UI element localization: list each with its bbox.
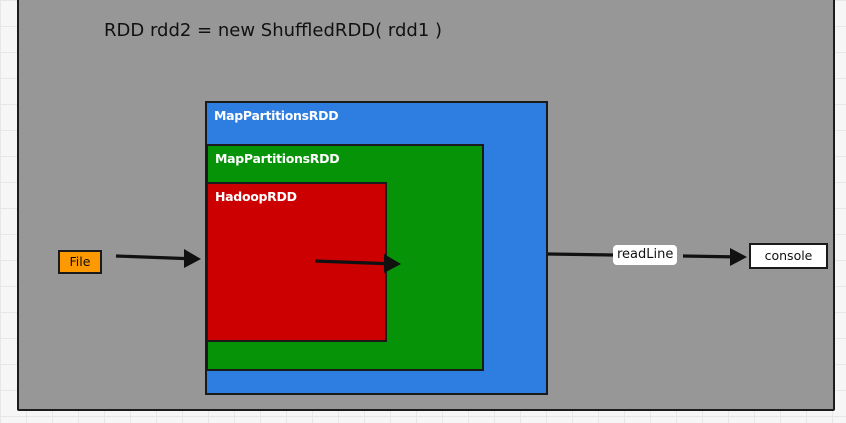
hadoop-to-mappartitions-arrow bbox=[314, 259, 397, 266]
file-to-rdd-arrow bbox=[115, 254, 198, 261]
map-partitions-rdd-middle-label: MapPartitionsRDD bbox=[215, 151, 340, 166]
file-to-rdd-arrowhead bbox=[184, 249, 201, 268]
code-line: RDD rdd2 = new ShuffledRDD( rdd1 ) bbox=[104, 20, 443, 41]
hadoop-to-mappartitions-arrowhead bbox=[384, 254, 401, 273]
file-box: File bbox=[58, 250, 102, 274]
rdd-to-readline-line bbox=[547, 252, 614, 257]
hadoop-rdd-label: HadoopRDD bbox=[215, 189, 297, 204]
map-partitions-rdd-outer-label: MapPartitionsRDD bbox=[214, 108, 339, 123]
readline-label: readLine bbox=[613, 245, 678, 265]
readline-to-console-arrowhead bbox=[730, 248, 747, 266]
console-box: console bbox=[749, 243, 828, 269]
